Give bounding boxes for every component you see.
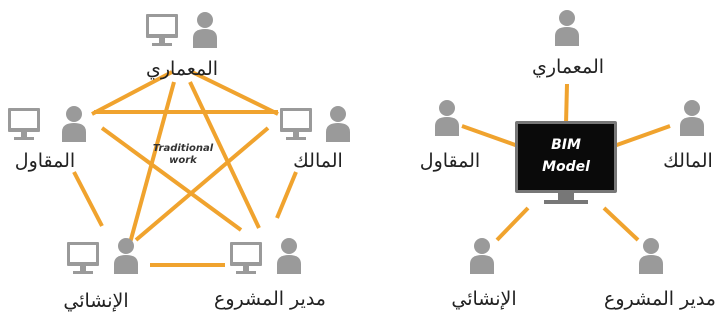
left-architect-computer-icon [146, 14, 178, 46]
person-head [474, 238, 490, 254]
right-label-contractor: المقاول [419, 150, 481, 172]
monitor-screen [283, 111, 309, 128]
person-body [639, 255, 663, 274]
person-head [118, 238, 134, 254]
connector-bim-owner [613, 124, 671, 148]
person-head [66, 106, 82, 122]
person-head [197, 12, 213, 28]
left-center-label-line2: work [169, 155, 197, 166]
left-center-label: Traditional work [153, 143, 213, 167]
monitor-base [152, 43, 172, 46]
right-label-architect: المعماري [531, 56, 605, 78]
person-head [439, 100, 455, 116]
person-head [643, 238, 659, 254]
connector-architect-contractor [91, 70, 173, 116]
monitor-neck [293, 132, 299, 137]
left-label-contractor: المقاول [14, 150, 76, 172]
monitor-screen [70, 245, 96, 262]
right-label-project-manager: مدير المشروع [604, 288, 716, 310]
person-body [114, 255, 138, 274]
bim-model-monitor-icon [515, 121, 617, 204]
left-label-owner: المالك [293, 150, 343, 172]
person-body [555, 27, 579, 46]
connector-contractor-pm [100, 126, 243, 232]
left-pm-person-icon [277, 238, 301, 274]
left-architect-person-icon [193, 12, 217, 48]
bim-monitor-neck [558, 193, 574, 200]
left-owner-computer-icon [280, 108, 312, 140]
right-label-owner: المالك [663, 150, 713, 172]
monitor-screen [11, 111, 37, 128]
connector-bim-contractor [461, 124, 519, 148]
right-structural-person-icon [470, 238, 494, 274]
left-contractor-person-icon [62, 106, 86, 142]
monitor-base [286, 137, 306, 140]
connector-bim-pm [602, 206, 640, 242]
left-contractor-computer-icon [8, 108, 40, 140]
bim-monitor-base [544, 200, 588, 204]
person-body [62, 123, 86, 142]
person-body [435, 117, 459, 136]
right-label-structural: الإنشائي [451, 288, 517, 310]
monitor-neck [21, 132, 27, 137]
connector-architect-pm [188, 81, 261, 229]
left-structural-computer-icon [67, 242, 99, 274]
person-body [326, 123, 350, 142]
bim-model-label: BIM Model [542, 134, 590, 178]
connector-bim-structural [495, 206, 530, 242]
connector-contractor-structural [72, 171, 104, 227]
left-label-architect: المعماري [145, 58, 219, 80]
bim-model-label-line2: Model [542, 159, 590, 175]
bim-model-label-line1: BIM [551, 137, 581, 153]
left-owner-person-icon [326, 106, 350, 142]
monitor-neck [80, 266, 86, 271]
connector-owner-structural [134, 126, 270, 242]
right-contractor-person-icon [435, 100, 459, 136]
person-head [559, 10, 575, 26]
person-head [330, 106, 346, 122]
person-body [193, 29, 217, 48]
left-pm-computer-icon [230, 242, 262, 274]
person-body [277, 255, 301, 274]
connector-bim-architect [564, 83, 569, 125]
left-label-structural: الإنشائي [63, 290, 129, 312]
monitor-screen [233, 245, 259, 262]
monitor-screen [149, 17, 175, 34]
left-label-project-manager: مدير المشروع [214, 288, 326, 310]
monitor-base [73, 271, 93, 274]
right-pm-person-icon [639, 238, 663, 274]
person-body [470, 255, 494, 274]
person-body [680, 117, 704, 136]
bim-monitor-screen [518, 124, 614, 190]
right-owner-person-icon [680, 100, 704, 136]
monitor-neck [159, 38, 165, 43]
monitor-base [14, 137, 34, 140]
right-architect-person-icon [555, 10, 579, 46]
monitor-neck [243, 266, 249, 271]
connector-owner-pm [275, 171, 298, 219]
left-center-label-line1: Traditional [152, 143, 214, 154]
monitor-base [236, 271, 256, 274]
connector-architect-owner [191, 70, 279, 116]
person-head [684, 100, 700, 116]
person-head [281, 238, 297, 254]
left-structural-person-icon [114, 238, 138, 274]
